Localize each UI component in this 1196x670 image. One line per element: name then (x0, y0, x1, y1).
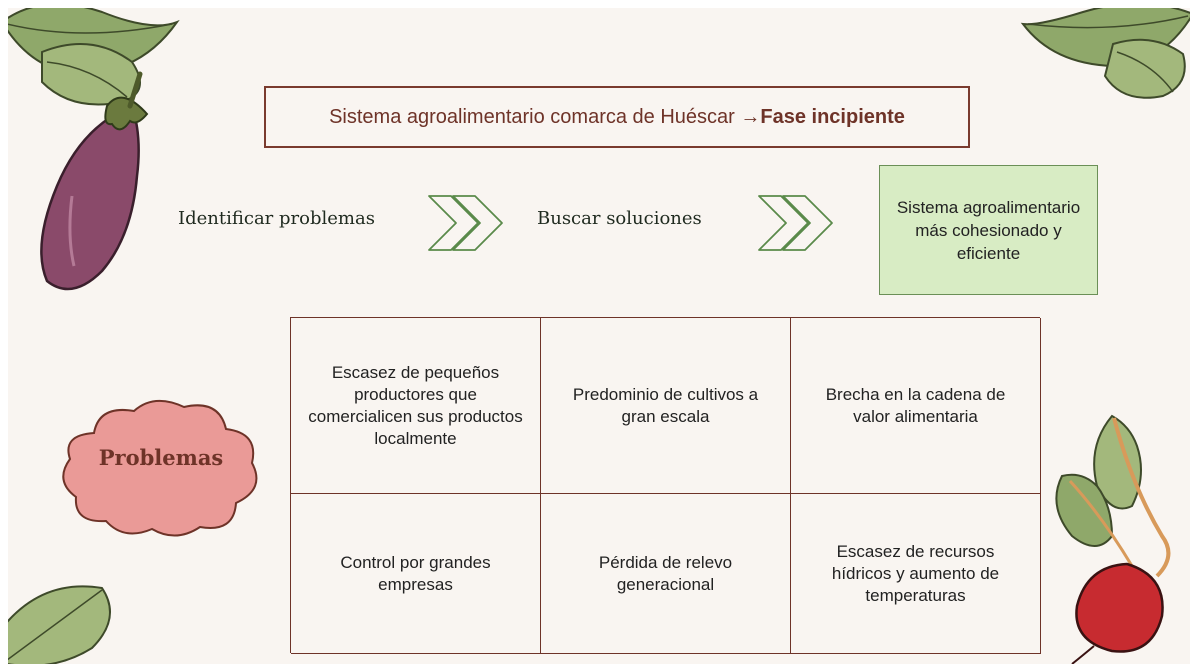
beet-icon (1055, 414, 1171, 664)
cloud-shape (62, 400, 258, 537)
problems-label: Problemas (98, 445, 224, 470)
problem-cell: Brecha en la cadena de valor alimentaria (791, 318, 1041, 494)
title-emphasis: Fase incipiente (760, 105, 905, 128)
chevron-arrow-icon (428, 195, 503, 251)
result-box: Sistema agroalimentario más cohesionado … (879, 165, 1098, 295)
problem-cell: Escasez de recursos hídricos y aumento d… (791, 494, 1041, 654)
problems-table: Escasez de pequeños productores que come… (290, 317, 1041, 654)
problem-cell: Control por grandes empresas (291, 494, 541, 654)
step-find-solutions: Buscar soluciones (537, 208, 702, 229)
title-box: Sistema agroalimentario comarca de Huésc… (264, 86, 970, 148)
leaf-icon (8, 585, 111, 664)
leaf-icon (8, 8, 180, 106)
eggplant-icon (40, 71, 149, 291)
title-prefix: Sistema agroalimentario comarca de Huésc… (329, 105, 761, 128)
chevron-arrow-icon (758, 195, 833, 251)
leaf-icon (1020, 8, 1190, 99)
problem-cell: Predominio de cultivos a gran escala (541, 318, 791, 494)
problem-cell: Pérdida de relevo generacional (541, 494, 791, 654)
step-identify-problems: Identificar problemas (178, 208, 375, 229)
slide: Sistema agroalimentario comarca de Huésc… (8, 8, 1190, 664)
problem-cell: Escasez de pequeños productores que come… (291, 318, 541, 494)
result-text: Sistema agroalimentario más cohesionado … (896, 197, 1081, 263)
